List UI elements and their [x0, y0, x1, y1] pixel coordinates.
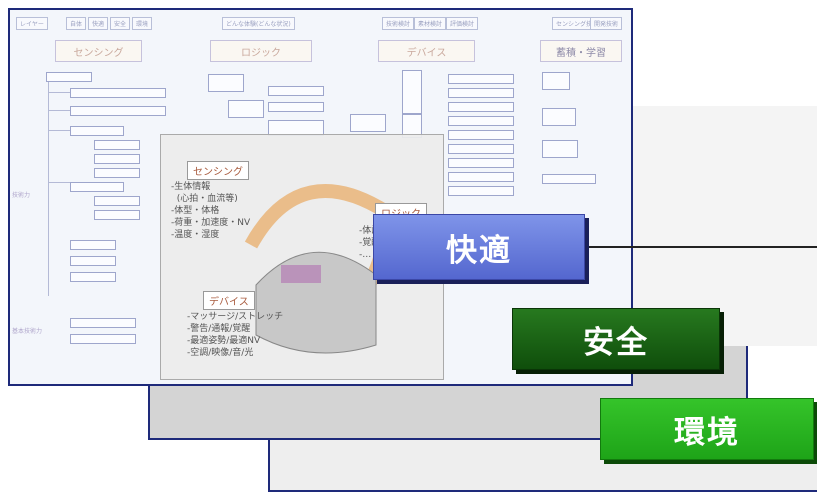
- tree-node: [70, 272, 116, 282]
- tree-node: [94, 168, 140, 178]
- tree-node: [70, 318, 136, 328]
- tree-line: [48, 92, 70, 93]
- safety-label: 安全: [512, 308, 720, 370]
- top-tab: 安全: [110, 17, 131, 30]
- tree-node: [94, 196, 140, 206]
- tree-node: [70, 106, 166, 116]
- tree-node: [448, 130, 514, 140]
- overlay-device-label: デバイス: [203, 291, 255, 310]
- right-tab: 技術検討: [382, 17, 415, 30]
- tree-node: [70, 126, 124, 136]
- tree-node: [448, 186, 514, 196]
- tree-node: [542, 140, 578, 158]
- tree-node: [70, 88, 166, 98]
- tree-line: [48, 182, 70, 183]
- tree-node: [542, 72, 570, 90]
- top-tab: 環境: [132, 17, 153, 30]
- overlay-logic-text: -体調 -覚醒 -…: [359, 226, 381, 260]
- tree-node: [94, 140, 140, 150]
- tree-node: [350, 114, 386, 132]
- tree-node: [70, 256, 116, 266]
- top-tab: 快適: [88, 17, 109, 30]
- tree-node: [208, 74, 244, 92]
- tree-node: [402, 70, 422, 114]
- header-sensing: センシング: [55, 40, 142, 62]
- environment-label: 環境: [600, 398, 814, 460]
- tree-line: [48, 130, 70, 131]
- tree-node: [94, 154, 140, 164]
- top-tab: 自体: [66, 17, 87, 30]
- right-tab: 素材検討: [414, 17, 447, 30]
- tree-node: [268, 86, 324, 96]
- seat-illustration: [244, 184, 395, 354]
- tree-line: [48, 76, 49, 296]
- left-tab: レイヤー: [16, 17, 48, 30]
- tree-node: [268, 102, 324, 112]
- tree-node: [70, 334, 136, 344]
- comfort-label: 快適: [373, 214, 585, 280]
- tree-node: [448, 172, 514, 182]
- tree-node: [70, 182, 124, 192]
- tree-node: [70, 240, 116, 250]
- side-label: 技術力: [12, 192, 31, 199]
- tree-node: [94, 210, 140, 220]
- overlay-device-text: -マッサージ/ストレッチ -警告/通報/覚醒 -最適姿勢/最適NV -空調/映像…: [187, 312, 284, 358]
- tree-node: [542, 108, 576, 126]
- overlay-sensing-label: センシング: [187, 161, 249, 180]
- header-device: デバイス: [378, 40, 475, 62]
- tree-node: [542, 174, 596, 184]
- tree-node: [46, 72, 92, 82]
- overlay-sensing-text: -生体情報 (心拍・血流等) -体型・体格 -荷重・加速度・NV -温度・湿度: [171, 182, 251, 240]
- tree-node: [448, 116, 514, 126]
- tree-node: [448, 144, 514, 154]
- header-learning: 蓄積・学習: [540, 40, 622, 62]
- tree-line: [48, 110, 70, 111]
- right-tab: 開発技術: [590, 17, 623, 30]
- tree-node: [448, 74, 514, 84]
- diagram-slide: レイヤー 自体 快適 安全 環境 どんな体験(どんな状況) 技術検討 素材検討 …: [8, 8, 633, 386]
- tree-node: [448, 158, 514, 168]
- side-label: 基本技術力: [12, 328, 43, 335]
- header-logic: ロジック: [210, 40, 312, 62]
- center-tab: どんな体験(どんな状況): [222, 17, 295, 30]
- tree-node: [448, 102, 514, 112]
- tree-node: [448, 88, 514, 98]
- right-tab: 評価検討: [446, 17, 479, 30]
- connector-line: [583, 246, 817, 248]
- tree-node: [228, 100, 264, 118]
